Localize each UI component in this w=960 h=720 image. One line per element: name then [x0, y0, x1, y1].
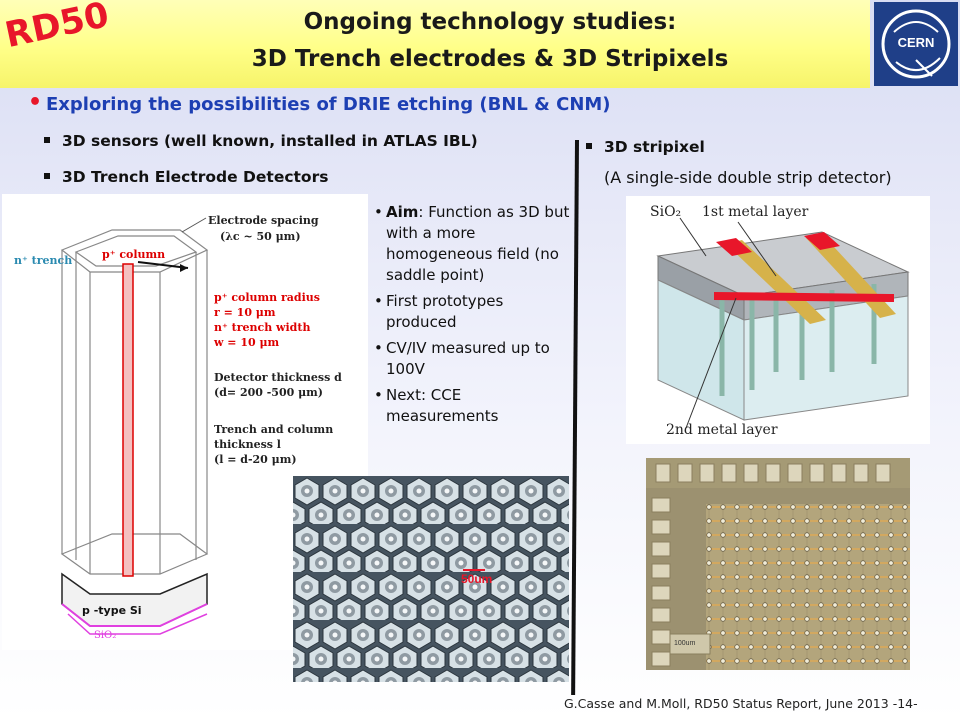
cern-logo-text: CERN [897, 35, 935, 50]
label-column-radius-text: p⁺ column radius [214, 291, 320, 304]
hexagon-pattern-image [293, 476, 569, 682]
footer-credit: G.Casse and M.Moll, RD50 Status Report, … [564, 696, 889, 711]
cv-iv-item: CV/IV measured up to 100V [374, 338, 570, 380]
title-line-2: 3D Trench electrodes & 3D Stripixels [251, 46, 729, 72]
label-trench-column-thickness: Trench and column thickness l (l = d-20 … [214, 422, 333, 467]
bullet-3d-trench-text: 3D Trench Electrode Detectors [62, 168, 329, 186]
stripixel-3d-diagram: SiO₂ 1st metal layer 2nd metal layer [626, 196, 930, 444]
label-trench-width: n⁺ trench width [214, 321, 311, 334]
bullet-3d-sensors: 3D sensors (well known, installed in ATL… [44, 132, 478, 150]
cern-ring-icon [881, 9, 951, 79]
bullet-3d-stripixel: 3D stripixel [586, 138, 705, 156]
footer: G.Casse and M.Moll, RD50 Status Report, … [564, 696, 918, 711]
label-second-metal-layer: 2nd metal layer [666, 422, 778, 438]
label-thickness-l: thickness l [214, 438, 281, 451]
title-bar [0, 0, 870, 88]
bullet-3d-trench: 3D Trench Electrode Detectors [44, 168, 328, 186]
bullet-dot: • [28, 90, 43, 115]
label-l-value: (l = d-20 μm) [214, 453, 297, 466]
label-d-value: (d= 200 -500 μm) [214, 386, 323, 399]
aim-text: : Function as 3D but with a more homogen… [386, 203, 570, 284]
main-bullet-text: Exploring the possibilities of DRIE etch… [46, 94, 611, 115]
label-detector-thickness: Detector thickness d (d= 200 -500 μm) [214, 370, 342, 400]
prototypes-item: First prototypes produced [374, 291, 570, 333]
cern-logo: CERN [874, 2, 958, 86]
label-p-type-si: p -type Si [82, 604, 142, 617]
chip-pattern-image [646, 458, 910, 670]
stripixel-description: (A single-side double strip detector) [604, 168, 892, 187]
label-first-metal-layer: 1st metal layer [702, 204, 809, 220]
hexagon-micrograph: 50um [293, 476, 569, 682]
label-trench-column: Trench and column [214, 423, 334, 436]
slide-title: Ongoing technology studies: 3D Trench el… [160, 4, 820, 78]
next-cce-item: Next: CCE measurements [374, 385, 570, 427]
aim-bullet-list: Aim: Function as 3D but with a more homo… [374, 202, 570, 432]
label-stripixel-sio2: SiO₂ [650, 204, 682, 220]
trench-hexagon-drawing [60, 217, 209, 635]
page-number: -14- [892, 696, 918, 711]
aim-item: Aim: Function as 3D but with a more homo… [374, 202, 570, 286]
bullet-3d-stripixel-text: 3D stripixel [604, 138, 705, 156]
label-w-value: w = 10 μm [214, 336, 280, 349]
chip-scale-label: 100um [674, 640, 696, 647]
label-electrode-spacing: Electrode spacing [208, 214, 319, 227]
micrograph-scale-label: 50um [461, 572, 493, 586]
square-bullet-icon [44, 136, 50, 143]
label-column-radius: p⁺ column radius r = 10 μm n⁺ trench wid… [214, 290, 320, 350]
label-detector-thickness-text: Detector thickness d [214, 371, 342, 384]
stripixel-chip-micrograph: 100um [646, 458, 910, 670]
square-bullet-icon [586, 142, 592, 149]
label-p-column: p⁺ column [102, 248, 166, 261]
label-n-trench: n⁺ trench [14, 254, 73, 267]
square-bullet-icon [44, 172, 50, 179]
title-line-1: Ongoing technology studies: [303, 9, 677, 35]
bullet-3d-sensors-text: 3D sensors (well known, installed in ATL… [62, 132, 478, 150]
label-sio2-bottom: SiO₂ [94, 630, 117, 641]
aim-label: Aim [386, 203, 419, 221]
stripixel-block-drawing [656, 217, 910, 429]
label-lambda: (λc ~ 50 μm) [220, 230, 301, 243]
label-r-value: r = 10 μm [214, 306, 276, 319]
